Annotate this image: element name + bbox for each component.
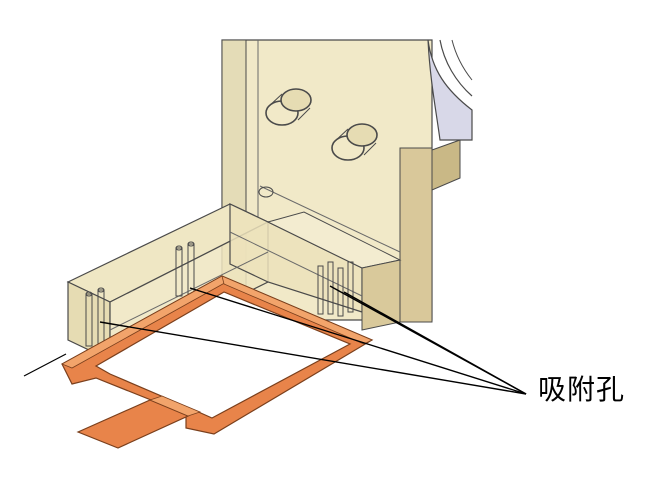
copper-frame — [61, 275, 374, 449]
port-holes — [265, 88, 378, 161]
leader-lines — [23, 285, 527, 395]
suction-hole-label: 吸附孔 — [538, 373, 626, 406]
vacuum-channels — [85, 241, 354, 347]
